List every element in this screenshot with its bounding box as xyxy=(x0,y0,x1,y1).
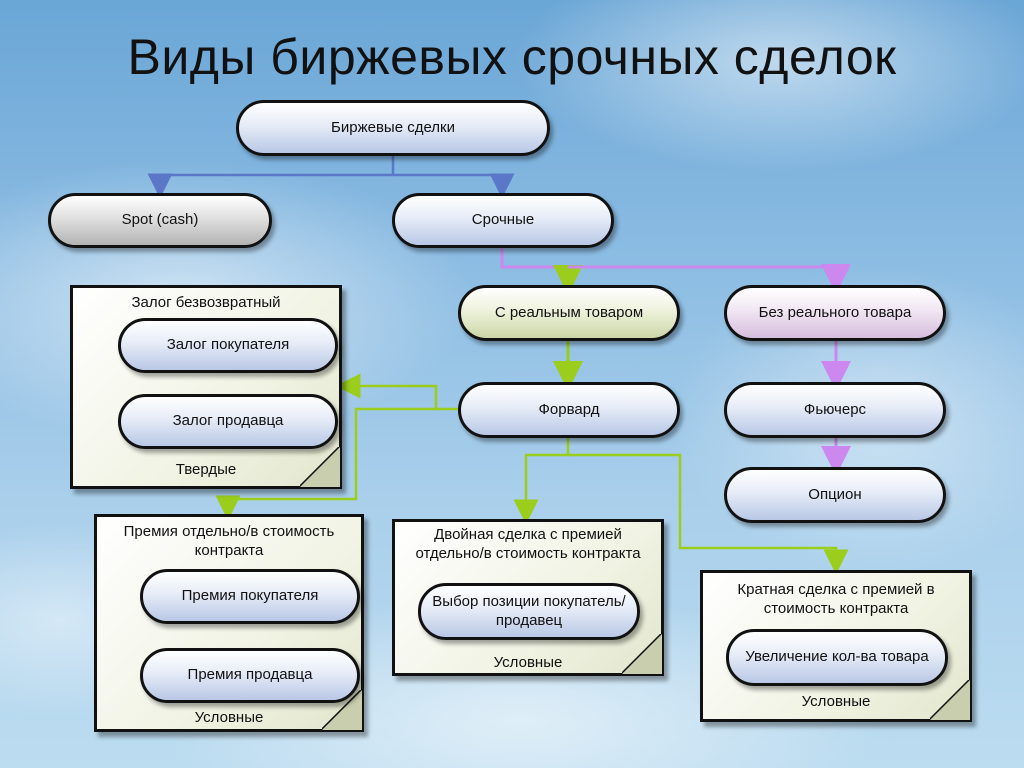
link-forward-premium xyxy=(215,407,436,521)
panel-double-header: Двойная сделка с премией отдельно/в стои… xyxy=(415,526,641,562)
panel-double-footer: Условные xyxy=(493,654,563,671)
link-root-urgent xyxy=(393,173,515,199)
premium-buyer: Премия покупателя xyxy=(140,569,360,624)
panel-premium-footer: Условные xyxy=(194,709,264,726)
panel-multiple-header: Кратная сделка с премией в стоимость кон… xyxy=(737,581,935,617)
panel-deposit-header: Залог безвозвратный xyxy=(131,294,281,311)
node-exchange-deals: Биржевые сделки xyxy=(236,100,550,156)
node-without-real-goods: Без реального товара xyxy=(724,285,946,341)
quantity-increase: Увеличение кол-ва товара xyxy=(726,629,948,686)
link-root-spot xyxy=(147,155,395,199)
deposit-seller: Залог продавца xyxy=(118,394,338,449)
page-title: Виды биржевых срочных сделок xyxy=(127,29,897,85)
deposit-buyer: Залог покупателя xyxy=(118,318,338,373)
node-spot-cash: Spot (cash) xyxy=(48,193,272,248)
node-with-real-goods: С реальным товаром xyxy=(458,285,680,341)
position-choice: Выбор позиции покупатель/продавец xyxy=(418,583,640,640)
link-urgent-noreal xyxy=(568,264,851,294)
link-forward-multiple xyxy=(568,453,849,575)
panel-deposit: Залог безвозвратный Твердые xyxy=(70,285,342,489)
link-urgent-real xyxy=(500,247,570,279)
link-forward-double xyxy=(513,438,570,525)
node-option: Опцион xyxy=(724,467,946,523)
panel-premium-header: Премия отдельно/в стоимость контракта xyxy=(123,523,335,559)
page-curl-icon xyxy=(622,634,662,674)
page-curl-icon xyxy=(300,447,340,487)
node-futures: Фьючерс xyxy=(724,382,946,438)
premium-seller: Премия продавца xyxy=(140,648,360,703)
link-forward-deposit xyxy=(335,373,460,411)
panel-deposit-footer: Твердые xyxy=(175,461,237,478)
panel-multiple-footer: Условные xyxy=(801,693,871,710)
node-urgent: Срочные xyxy=(392,193,614,248)
node-forward: Форвард xyxy=(458,382,680,438)
page-curl-icon xyxy=(322,690,362,730)
page-curl-icon xyxy=(930,680,970,720)
